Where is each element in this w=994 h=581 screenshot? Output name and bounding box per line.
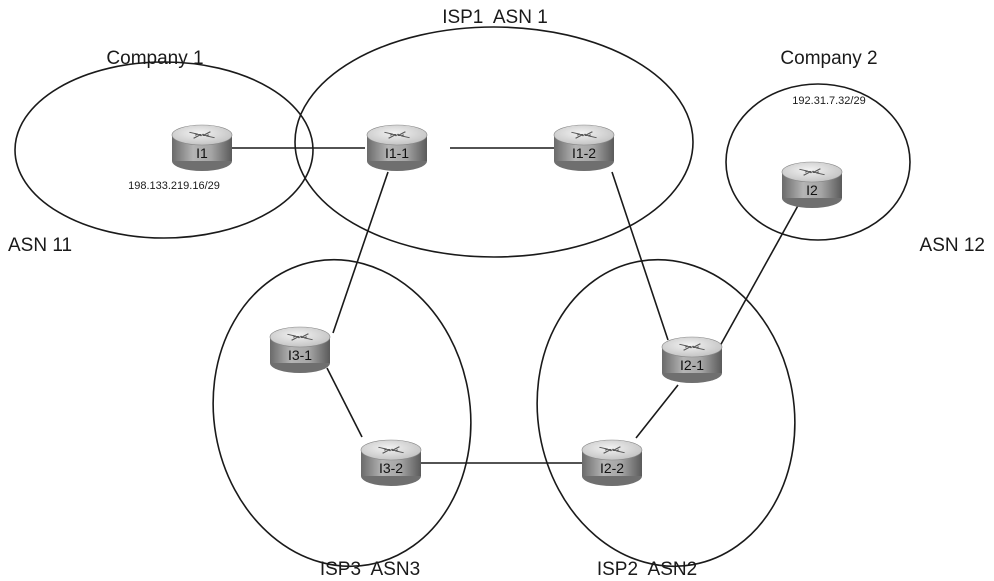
router-i1-1[interactable]: I1-1 (366, 124, 428, 171)
link-i3-1-i3-2 (326, 367, 363, 438)
company1-asn-label: ASN 11 (8, 235, 72, 256)
router-i3-1[interactable]: I3-1 (269, 326, 331, 373)
company1-prefix-label: 198.133.219.16/29 (128, 180, 220, 192)
router-i2[interactable]: I2 (781, 161, 843, 208)
links (232, 147, 801, 464)
router-i2-label: I2 (806, 182, 818, 198)
isp3-region (212, 258, 472, 568)
router-i2-2[interactable]: I2-2 (581, 439, 643, 486)
isp2-region (536, 258, 796, 568)
company1-region (14, 61, 314, 239)
company2-asn-label: ASN 12 (920, 235, 985, 256)
link-i1-1-i3-1 (332, 171, 389, 334)
company1-name-label: Company 1 (106, 48, 203, 69)
router-i2-2-label: I2-2 (600, 460, 624, 476)
router-i2-1[interactable]: I2-1 (661, 336, 723, 383)
router-i3-1-label: I3-1 (288, 347, 312, 363)
router-i1-2[interactable]: I1-2 (553, 124, 615, 171)
isp2-label: ISP2 ASN2 (597, 559, 697, 580)
router-i2-1-label: I2-1 (680, 357, 704, 373)
isp1-region (294, 26, 694, 258)
router-i1-2-label: I1-2 (572, 145, 596, 161)
router-i1[interactable]: I1 (171, 124, 233, 171)
isp1-label: ISP1 ASN 1 (442, 7, 548, 28)
link-i2-i2-1 (719, 201, 801, 347)
router-i3-2-label: I3-2 (379, 460, 403, 476)
company2-prefix-label: 192.31.7.32/29 (792, 95, 865, 107)
company2-region (725, 83, 911, 241)
company2-name-label: Company 2 (780, 48, 877, 69)
link-i1-2-i2-1 (611, 171, 669, 341)
router-i1-label: I1 (196, 145, 208, 161)
isp3-label: ISP3 ASN3 (320, 559, 420, 580)
router-i3-2[interactable]: I3-2 (360, 439, 422, 486)
router-i1-1-label: I1-1 (385, 145, 409, 161)
link-i2-1-i2-2 (635, 384, 679, 439)
